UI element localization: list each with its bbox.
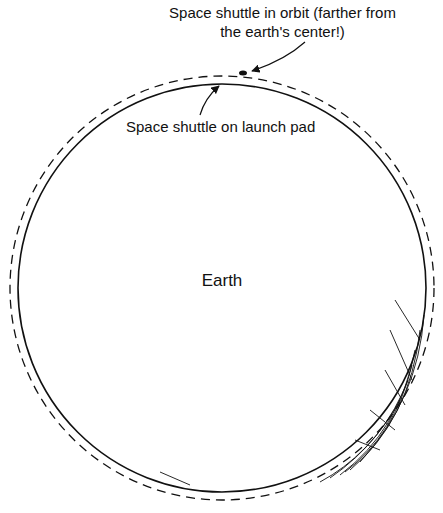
earth-circle: Earth (17, 83, 427, 493)
shuttle-orbit (239, 71, 247, 76)
node-label: Earth (202, 271, 243, 291)
shading-hatch (160, 300, 424, 485)
orbit-path (10, 76, 434, 500)
callout-label: Space shuttle on launch pad (126, 118, 315, 137)
leader-arrow (252, 42, 305, 71)
leader-arrow (200, 86, 219, 115)
callout-label: Space shuttle in orbit (farther from the… (165, 4, 400, 42)
